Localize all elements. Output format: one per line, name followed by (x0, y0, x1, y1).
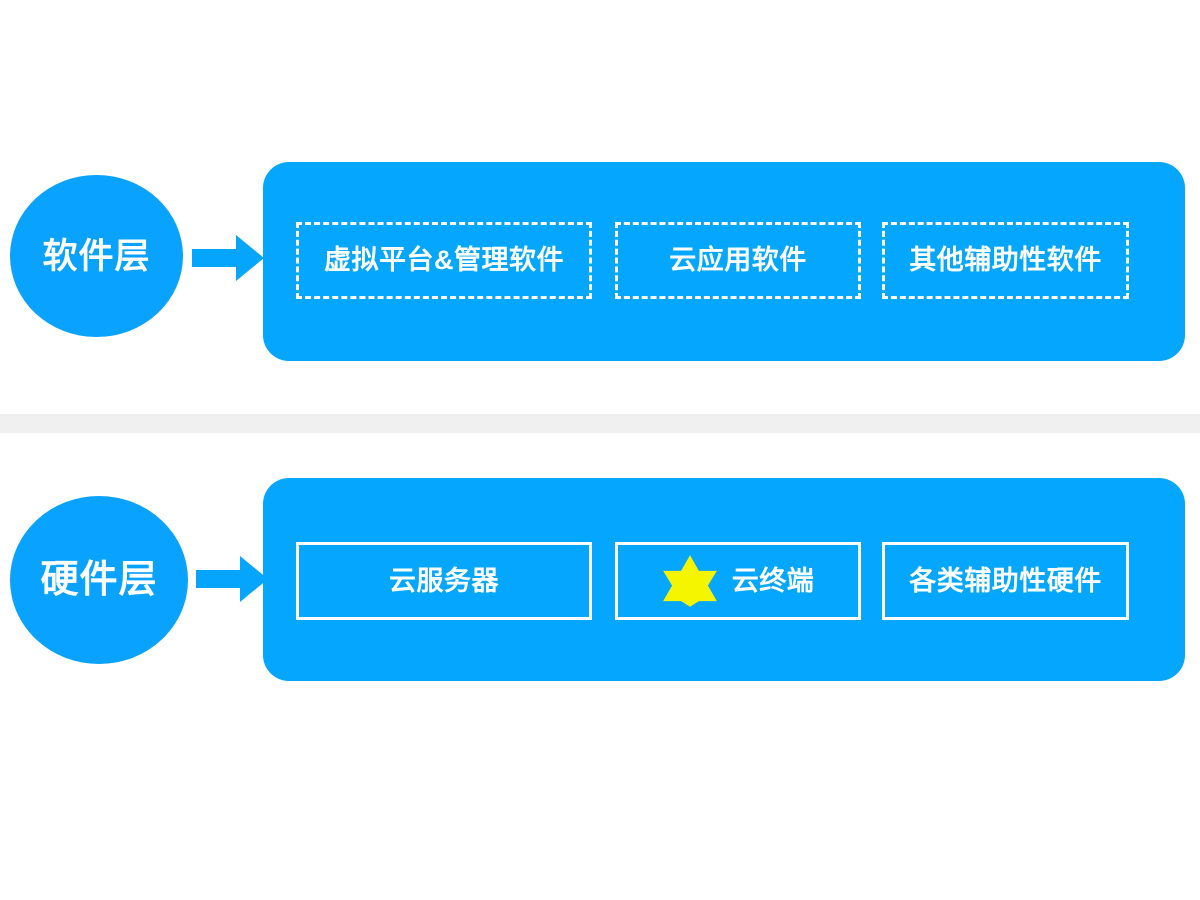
six-pointed-star-icon (662, 553, 718, 609)
software-item-label-2: 其他辅助性软件 (909, 245, 1102, 275)
section-divider (0, 414, 1200, 433)
right-arrow-icon (192, 234, 264, 282)
software-item-box-0[interactable]: 虚拟平台&管理软件 (296, 222, 592, 299)
hardware-item-box-1[interactable]: 云终端 (615, 542, 861, 620)
layer-row-software: 软件层 虚拟平台&管理软件 云应用软件 其他辅助性软件 (0, 162, 1200, 362)
software-item-box-2[interactable]: 其他辅助性软件 (882, 222, 1129, 299)
hardware-item-box-0[interactable]: 云服务器 (296, 542, 592, 620)
layer-badge-software[interactable]: 软件层 (10, 175, 183, 337)
layer-badge-label-hardware: 硬件层 (40, 559, 158, 601)
hardware-item-label-1: 云终端 (731, 565, 815, 596)
hardware-item-label-2: 各类辅助性硬件 (909, 565, 1102, 596)
right-arrow-icon (196, 555, 268, 603)
layer-row-hardware: 硬件层 云服务器 云终端 各类辅助性硬件 (0, 478, 1200, 682)
layer-panel-software: 虚拟平台&管理软件 云应用软件 其他辅助性软件 (263, 162, 1185, 361)
hardware-item-box-2[interactable]: 各类辅助性硬件 (882, 542, 1129, 620)
layer-panel-hardware: 云服务器 云终端 各类辅助性硬件 (263, 478, 1185, 681)
layer-badge-hardware[interactable]: 硬件层 (10, 496, 188, 664)
layer-badge-label-software: 软件层 (42, 236, 151, 276)
software-item-box-1[interactable]: 云应用软件 (615, 222, 861, 299)
software-item-label-0: 虚拟平台&管理软件 (324, 245, 564, 275)
hardware-item-label-0: 云服务器 (389, 565, 499, 596)
software-item-label-1: 云应用软件 (669, 245, 807, 275)
